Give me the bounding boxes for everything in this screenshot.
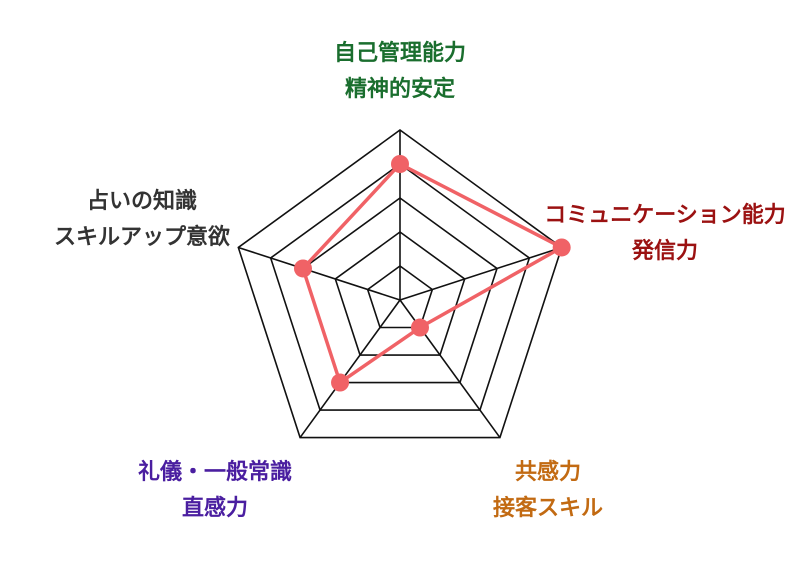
- grid-ring: [269, 163, 531, 411]
- grid-spoke: [299, 299, 401, 439]
- axis-label-communication: コミュニケーション能力 発信力: [544, 198, 786, 270]
- axis-label-line: 占いの知識: [86, 189, 198, 214]
- axis-label-line: コミュニケーション能力: [544, 203, 786, 228]
- data-point: [293, 259, 312, 278]
- grid-spoke: [238, 246, 401, 301]
- axis-label-line: 精神的安定: [344, 77, 456, 102]
- axis-label-line: 直感力: [181, 496, 249, 521]
- axis-label-line: 自己管理能力: [333, 41, 467, 66]
- data-point: [331, 373, 350, 392]
- axis-label-line: スキルアップ意欲: [53, 225, 231, 250]
- axis-label-line: 接客スキル: [492, 496, 604, 521]
- grid-spoke: [399, 246, 562, 301]
- axis-label-etiquette: 礼儀・一般常識 直感力: [138, 455, 292, 527]
- axis-label-fortune-knowledge: 占いの知識 スキルアップ意欲: [54, 184, 230, 256]
- axis-label-empathy: 共感力 接客スキル: [493, 455, 603, 527]
- grid-ring: [334, 231, 466, 356]
- data-point: [410, 318, 429, 337]
- axis-label-self-management: 自己管理能力 精神的安定: [334, 36, 466, 108]
- axis-label-line: 共感力: [514, 460, 582, 485]
- data-point: [552, 238, 571, 257]
- axis-label-line: 発信力: [631, 239, 698, 264]
- data-point: [391, 155, 409, 173]
- series-line: [301, 162, 564, 385]
- axis-label-line: 礼儀・一般常識: [137, 460, 293, 485]
- grid-ring: [366, 265, 434, 329]
- grid-ring: [237, 129, 563, 439]
- grid-ring: [302, 197, 498, 384]
